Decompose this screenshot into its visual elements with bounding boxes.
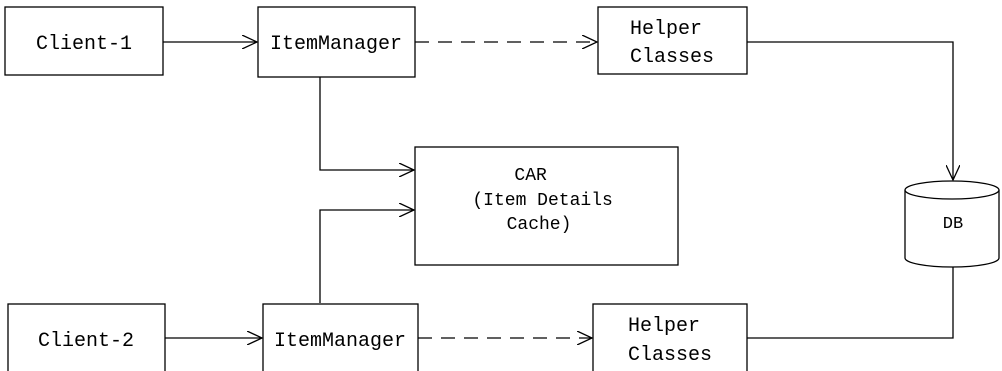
helper-classes-2-label: Helper Classes <box>628 315 712 367</box>
db-node: DB <box>904 180 1000 268</box>
db-cylinder-top <box>904 180 1000 200</box>
car-cache-label: CAR (Item Details Cache) <box>472 166 623 235</box>
db-label: DB <box>943 215 963 234</box>
helper-classes-1-label: Helper Classes <box>630 18 714 69</box>
client-2-label: Client-2 <box>38 330 134 353</box>
client-1-label: Client-1 <box>36 33 132 56</box>
helper-classes-2-node: Helper Classes <box>592 303 748 371</box>
item-manager-2-label: ItemManager <box>274 330 406 353</box>
edge-itemmanager2-car <box>319 210 414 303</box>
item-manager-2-node: ItemManager <box>262 303 419 371</box>
item-manager-1-node: ItemManager <box>257 6 416 78</box>
edge-helper2-db <box>747 250 953 339</box>
client-1-node: Client-1 <box>4 6 164 76</box>
item-manager-1-label: ItemManager <box>270 33 402 56</box>
edge-helper1-db <box>747 41 953 180</box>
db-cylinder-body <box>904 190 1000 268</box>
client-2-node: Client-2 <box>7 303 166 371</box>
edge-itemmanager1-car <box>319 77 414 170</box>
helper-classes-1-node: Helper Classes <box>597 6 748 75</box>
car-cache-node: CAR (Item Details Cache) <box>414 146 679 266</box>
